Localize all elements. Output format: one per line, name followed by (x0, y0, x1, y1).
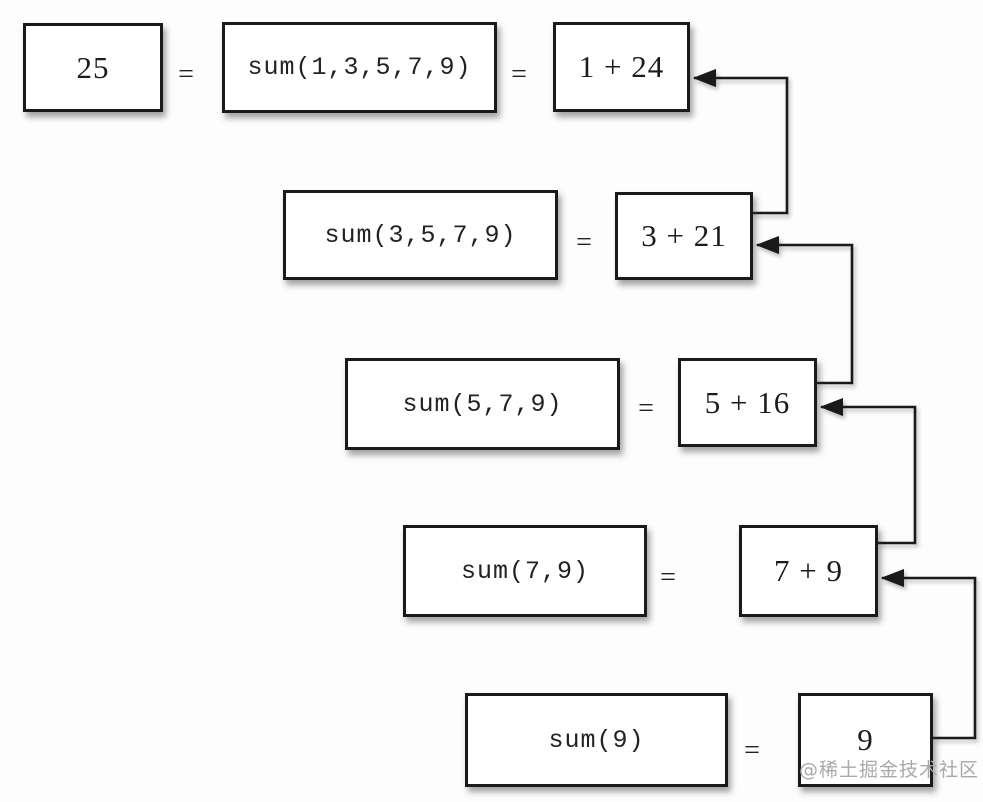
equals-sign: = (178, 59, 194, 90)
call-label: sum(9) (548, 725, 645, 755)
result-label: 7 + 9 (774, 553, 843, 588)
call-box-sum-7-9: sum(7,9) (403, 525, 647, 617)
result-label: 9 (857, 722, 874, 757)
call-box-sum-5-7-9: sum(5,7,9) (345, 358, 620, 450)
result-box-1-plus-24: 1 + 24 (553, 22, 690, 112)
call-label: sum(1,3,5,7,9) (247, 53, 472, 82)
equals-sign: = (576, 227, 592, 258)
equals-sign: = (511, 59, 527, 90)
result-box-3-plus-21: 3 + 21 (615, 192, 753, 280)
total-value-box: 25 (23, 23, 163, 112)
return-arrow-3 (819, 397, 917, 545)
result-box-5-plus-16: 5 + 16 (678, 358, 817, 447)
call-box-sum-1-3-5-7-9: sum(1,3,5,7,9) (222, 22, 497, 113)
result-label: 1 + 24 (578, 49, 665, 84)
watermark: @稀土掘金技术社区 (799, 759, 980, 781)
call-box-sum-3-5-7-9: sum(3,5,7,9) (283, 190, 558, 280)
call-box-sum-9: sum(9) (465, 693, 728, 787)
equals-sign: = (660, 562, 676, 593)
equals-sign: = (638, 393, 654, 424)
call-label: sum(7,9) (460, 556, 590, 586)
total-value: 25 (76, 49, 110, 85)
result-label: 3 + 21 (641, 218, 727, 253)
equals-sign: = (744, 735, 760, 766)
result-label: 5 + 16 (704, 384, 791, 420)
result-box-7-plus-9: 7 + 9 (739, 525, 878, 617)
call-label: sum(5,7,9) (402, 389, 563, 419)
call-label: sum(3,5,7,9) (324, 220, 517, 250)
